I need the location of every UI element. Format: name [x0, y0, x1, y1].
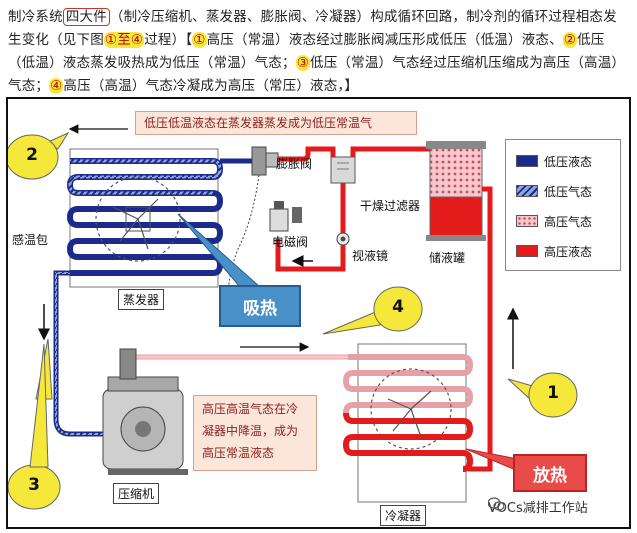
receiver-label: 储液罐	[429, 251, 466, 265]
legend-item-low-liquid: 低压液态	[516, 154, 593, 169]
legend-item-high-liquid: 高压液态	[516, 244, 593, 259]
top-note-text: 低压低温液态在蒸发器蒸发成为低压常温气	[144, 116, 373, 130]
release-heat-label: 放热	[513, 454, 587, 492]
legend: 低压液态 低压气态 高压气态 高压液态	[505, 139, 621, 271]
intro-text: 制冷系统四大件（制冷压缩机、蒸发器、膨胀阀、冷凝器）构成循环回路，制冷剂的循环过…	[8, 6, 630, 98]
condenser-note-line: 高压常温液态	[202, 446, 275, 460]
condenser-label: 冷凝器	[380, 505, 427, 526]
suction-line	[53, 270, 103, 437]
intro-step1-marker: ①	[192, 32, 207, 48]
intro-part: （制冷压缩机、蒸发器、膨胀阀、冷凝器）构成循环回路，制冷剂的循环过程相态发生变化…	[8, 9, 617, 48]
condenser-coil	[342, 343, 474, 503]
legend-item-high-gas: 高压气态	[516, 214, 593, 229]
liquid-line-loop	[275, 181, 346, 272]
top-note: 低压低温液态在蒸发器蒸发成为低压常温气	[135, 111, 417, 135]
callout-bubble-1	[507, 372, 578, 418]
intro-step2-marker: ②	[562, 32, 578, 48]
legend-swatch	[516, 245, 538, 257]
intro-step3-marker: ③	[295, 55, 311, 71]
legend-label: 高压液态	[544, 244, 593, 259]
callout-4: 4	[392, 297, 404, 317]
intro-part: 低压（低温）液态蒸发吸热成为低压（常温）气态；	[8, 32, 605, 71]
compressor-label: 压缩机	[113, 483, 160, 504]
solenoid-valve	[269, 201, 302, 232]
intro-part: 过程）【	[144, 32, 193, 48]
legend-swatch	[516, 155, 538, 167]
condenser-note: 高压高温气态在冷 凝器中降温，成为 高压常温液态	[193, 395, 317, 471]
legend-swatch	[516, 215, 538, 227]
intro-four-parts-highlight: 四大件	[62, 8, 110, 26]
legend-label: 高压气态	[544, 214, 593, 229]
legend-label: 低压气态	[544, 184, 593, 199]
refrigeration-cycle-diagram: 低压低温液态在蒸发器蒸发成为低压常温气 高压高温气态在冷 凝器中降温，成为 高压…	[6, 97, 631, 529]
wechat-icon	[488, 497, 504, 511]
sensor-bulb-label: 感温包	[12, 233, 49, 247]
cycle-drawing	[8, 124, 578, 510]
legend-label: 低压液态	[544, 154, 593, 169]
evaporator-coil	[66, 148, 224, 288]
intro-part: 制冷系统	[8, 9, 63, 25]
callout-bubble-4	[322, 286, 423, 335]
legend-item-low-gas: 低压气态	[516, 184, 593, 199]
sight-glass	[336, 232, 350, 246]
callout-2: 2	[26, 145, 38, 165]
intro-part: 低压（常温）气态经过压缩机压缩成为高压（高温）气态；	[8, 55, 626, 94]
sight-glass-label: 视液镜	[352, 249, 389, 263]
callout-3: 3	[28, 475, 40, 495]
compressor	[102, 348, 188, 475]
callout-1: 1	[547, 383, 559, 403]
callout-bubble-2	[8, 131, 70, 180]
intro-part: 高压（高温）气态冷凝成为高压（常压）液态，】	[63, 78, 359, 94]
condenser-note-line: 高压高温气态在冷	[202, 402, 299, 416]
condenser-to-receiver-line	[468, 186, 493, 472]
expansion-valve-label: 膨胀阀	[276, 157, 313, 171]
watermark-text: VOCs减排工作站	[488, 501, 588, 516]
dryer-filter	[330, 156, 356, 184]
liquid-line-top	[278, 146, 336, 162]
intro-step-range-highlight: ①至④	[103, 32, 145, 48]
intro-step4-marker: ④	[49, 78, 64, 94]
receiver-tank	[426, 141, 486, 241]
callout-bubble-3	[8, 338, 61, 510]
condenser-note-line: 凝器中降温，成为	[202, 424, 299, 438]
solenoid-valve-label: 电磁阀	[272, 235, 309, 249]
dryer-filter-label: 干燥过滤器	[360, 199, 421, 213]
legend-swatch	[516, 185, 538, 197]
intro-part: 高压（常温）液态经过膨胀阀减压形成低压（低温）液态、	[206, 32, 563, 48]
watermark: VOCs减排工作站	[488, 497, 588, 516]
absorb-heat-label: 吸热	[219, 285, 301, 327]
evaporator-label: 蒸发器	[118, 289, 165, 310]
